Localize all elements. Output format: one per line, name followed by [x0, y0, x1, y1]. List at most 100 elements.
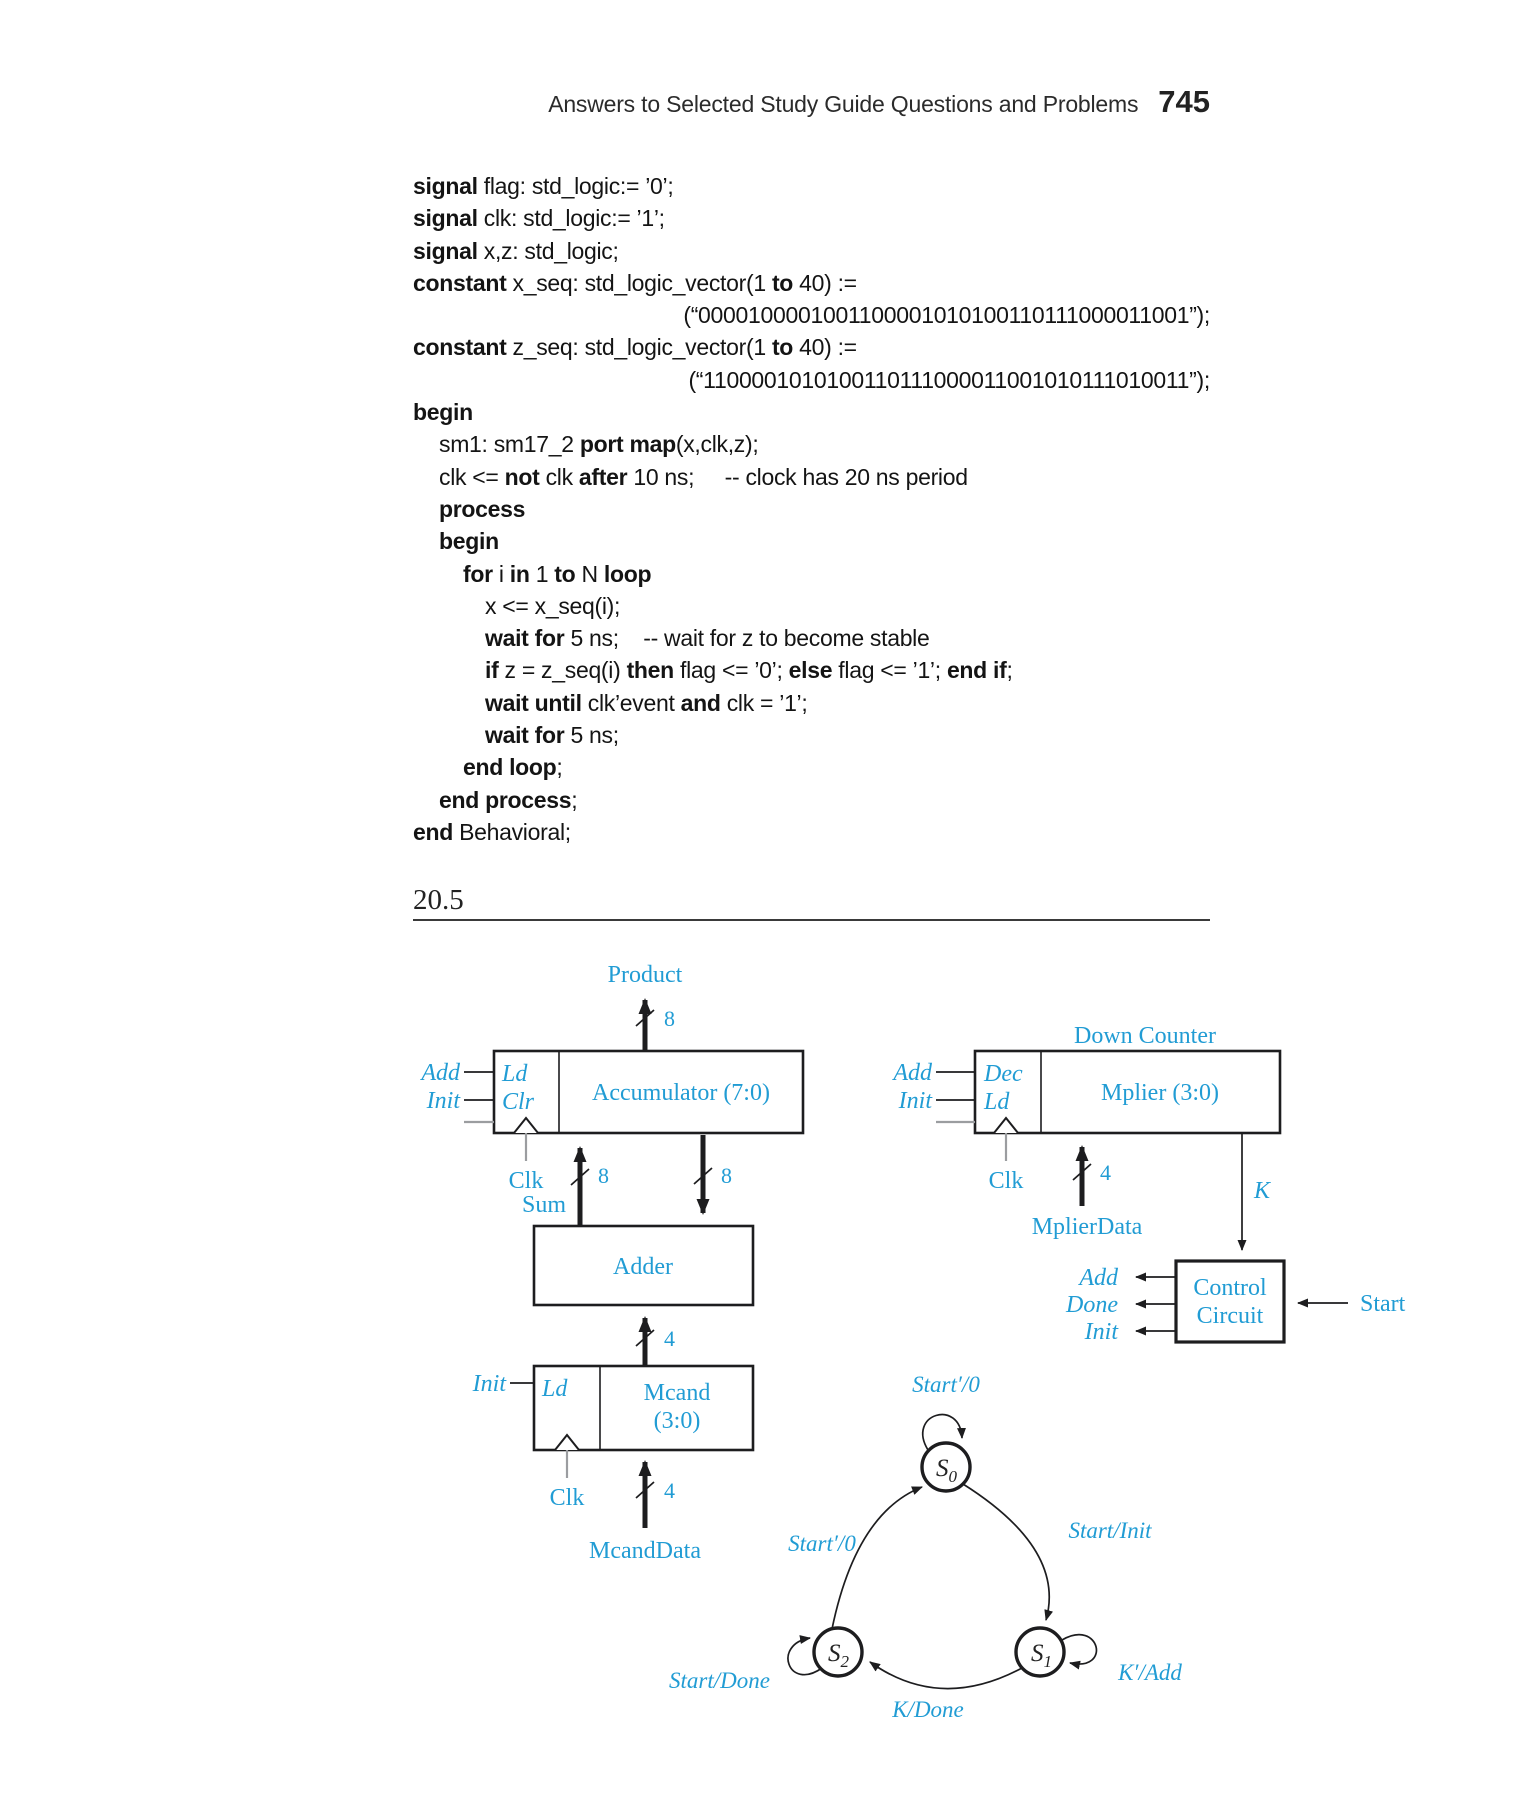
mplierdata-bus-width: 4	[1100, 1160, 1111, 1185]
code-line: wait for 5 ns;	[485, 722, 619, 749]
state-diagram-group: Start′/0 Start/Init Start′/0 K/Done K′/A…	[669, 1372, 1182, 1722]
state-s0-label: S0	[936, 1455, 958, 1486]
code-line: (“00001000010011000010101001101110000110…	[683, 302, 1210, 329]
s2-self-loop-label: Start/Done	[669, 1668, 770, 1693]
code-line: for i in 1 to N loop	[463, 560, 652, 587]
state-s1-label: S1	[1031, 1640, 1052, 1671]
s1-self-loop-label: K′/Add	[1117, 1660, 1182, 1685]
s0-self-loop-label: Start′/0	[912, 1372, 980, 1397]
down-counter-init-input-label: Init	[898, 1088, 934, 1114]
page-header: Answers to Selected Study Guide Question…	[548, 84, 1210, 120]
down-counter-clk-label: Clk	[989, 1168, 1024, 1194]
code-line: end loop;	[463, 754, 563, 781]
mcanddata-bus-width: 4	[664, 1478, 675, 1503]
mcand-box	[532, 1364, 755, 1452]
control-add-output-label: Add	[1077, 1265, 1119, 1291]
s0-self-loop	[921, 1413, 966, 1451]
s0-to-s1-label: Start/Init	[1068, 1518, 1152, 1543]
control-title-line1: Control	[1193, 1275, 1267, 1301]
sum-bus-width: 8	[598, 1163, 609, 1188]
s1-self-loop	[1061, 1633, 1098, 1670]
s0-to-s1-transition	[962, 1483, 1054, 1621]
s2-to-s0-label: Start′/0	[788, 1531, 856, 1556]
vhdl-code-block: signal flag: std_logic:= ’0’; signal clk:…	[413, 170, 1210, 848]
down-counter-clock-chevron	[993, 1116, 1019, 1134]
code-line: signal flag: std_logic:= ’0’;	[413, 173, 674, 199]
state-s2	[812, 1626, 864, 1678]
code-line: signal clk: std_logic:= ’1’;	[413, 205, 665, 232]
bus-slash	[570, 1168, 590, 1186]
running-head: Answers to Selected Study Guide Question…	[548, 91, 1139, 117]
bus-slash	[635, 1329, 655, 1347]
mcand-clk-label: Clk	[550, 1485, 585, 1511]
adder-title: Adder	[613, 1254, 673, 1280]
code-line: wait for 5 ns; -- wait for z to become s…	[485, 625, 930, 652]
accumulator-clr-label: Clr	[502, 1089, 535, 1115]
adder-box	[532, 1224, 755, 1307]
code-line: signal x,z: std_logic;	[413, 237, 619, 264]
code-line: end process;	[439, 786, 578, 813]
accumulator-ld-label: Ld	[501, 1061, 528, 1087]
product-bus-width: 8	[664, 1006, 675, 1031]
down-counter-add-input-label: Add	[891, 1060, 933, 1086]
code-line: constant z_seq: std_logic_vector(1 to 40…	[413, 334, 857, 361]
adder-group: Adder 4	[532, 1224, 755, 1366]
code-line: process	[439, 495, 526, 522]
mcand-title-bits: (3:0)	[654, 1408, 701, 1434]
control-done-output-label: Done	[1065, 1292, 1118, 1318]
bus-slash	[1072, 1163, 1092, 1181]
accumulator-init-input-label: Init	[426, 1088, 462, 1114]
down-counter-ld-label: Ld	[983, 1089, 1010, 1115]
k-signal-label: K	[1253, 1178, 1272, 1204]
code-line: begin	[439, 528, 499, 555]
mcanddata-label: McandData	[589, 1538, 701, 1564]
down-counter-caption: Down Counter	[1074, 1023, 1216, 1049]
state-s2-label: S2	[828, 1640, 850, 1671]
section-heading: 20.5	[413, 884, 1210, 921]
mcand-group: Ld Mcand (3:0) Init Clk 4 McandData	[472, 1364, 755, 1564]
code-line: begin	[413, 399, 473, 426]
down-counter-dec-label: Dec	[983, 1061, 1023, 1087]
mplierdata-label: MplierData	[1032, 1214, 1143, 1240]
s1-to-s2-label: K/Done	[891, 1697, 964, 1722]
mcand-ld-label: Ld	[541, 1376, 568, 1402]
feedback-bus-width: 8	[721, 1163, 732, 1188]
code-line: end Behavioral;	[413, 818, 571, 845]
bus-slash	[635, 1009, 655, 1027]
accumulator-group: Product 8 Ld Clr Accumulator (7:0) Add I…	[419, 962, 805, 1226]
start-input-label: Start	[1360, 1291, 1406, 1317]
mcand-title: Mcand	[644, 1380, 711, 1406]
accumulator-clock-chevron	[513, 1116, 539, 1134]
code-line: sm1: sm17_2 port map(x,clk,z);	[439, 431, 759, 458]
code-line: if z = z_seq(i) then flag <= ’0’; else f…	[485, 657, 1013, 684]
mcand-clock-chevron	[554, 1433, 580, 1451]
mcand-init-input-label: Init	[472, 1371, 508, 1397]
state-s0	[920, 1441, 972, 1493]
accumulator-add-input-label: Add	[419, 1060, 461, 1086]
mplier-title: Mplier (3:0)	[1101, 1080, 1219, 1106]
code-line: wait until clk’event and clk = ’1’;	[485, 689, 808, 716]
control-circuit-box	[1174, 1259, 1286, 1344]
control-init-output-label: Init	[1084, 1319, 1120, 1345]
bus-slash	[693, 1167, 713, 1185]
s1-to-s2-transition	[869, 1661, 1023, 1690]
control-title-line2: Circuit	[1197, 1303, 1264, 1329]
accumulator-clk-label: Clk	[509, 1168, 544, 1194]
section-number: 20.5	[413, 884, 464, 916]
sum-label: Sum	[522, 1192, 566, 1218]
control-circuit-group: Control Circuit Add Done Init Start	[1065, 1259, 1406, 1345]
product-label: Product	[608, 962, 683, 988]
down-counter-box	[973, 1049, 1282, 1135]
accumulator-box	[492, 1049, 805, 1135]
accumulator-title: Accumulator (7:0)	[592, 1080, 770, 1106]
code-line: x <= x_seq(i);	[485, 592, 621, 619]
code-line: clk <= not clk after 10 ns; -- clock has…	[439, 463, 968, 490]
code-line: (“11000010101001101110000110010101110100…	[688, 366, 1210, 393]
down-counter-group: Down Counter Dec Ld Mplier (3:0) Add Ini…	[891, 1023, 1282, 1251]
state-s1	[1014, 1626, 1066, 1678]
bus-slash	[635, 1481, 655, 1499]
code-line: constant x_seq: std_logic_vector(1 to 40…	[413, 269, 857, 296]
s2-to-s0-transition	[831, 1486, 923, 1630]
